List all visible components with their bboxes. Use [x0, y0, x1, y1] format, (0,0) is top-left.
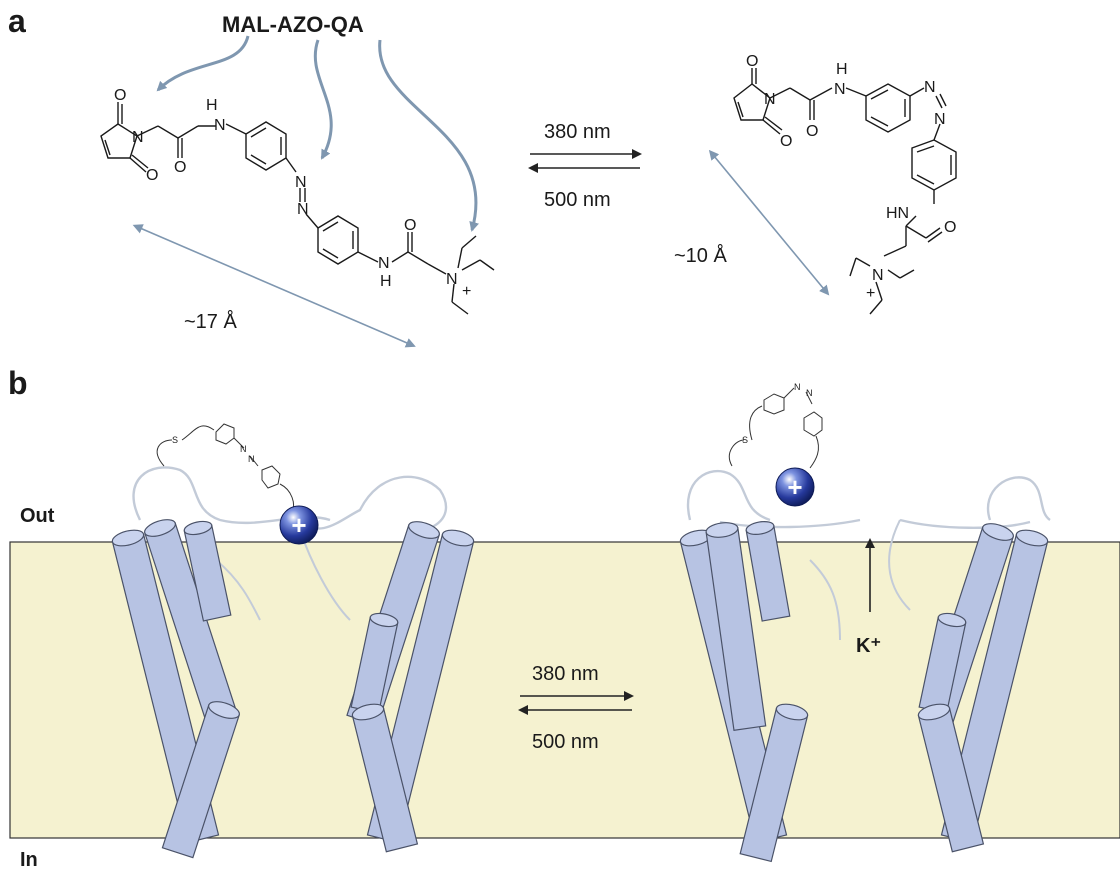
cis-length-label: ~10 Å — [674, 244, 727, 267]
cis-atom-n-imide: N — [764, 91, 776, 108]
trans-length-arrow — [132, 224, 416, 348]
cis-atom-n-quaternary: N — [872, 267, 884, 284]
azo-n-open-2: N — [806, 388, 813, 398]
panel-b: b Out In — [8, 365, 1120, 871]
reverse-wavelength-b: 500 nm — [532, 731, 599, 753]
atom-n-azo1: N — [295, 174, 307, 191]
cis-atom-o-amide2: O — [944, 219, 956, 236]
cis-atom-o-top: O — [746, 53, 758, 70]
channel-open: S N N + K⁺ — [679, 382, 1051, 863]
forward-wavelength-a: 380 nm — [544, 121, 611, 143]
atom-plus: + — [462, 283, 471, 300]
cis-atom-plus: + — [866, 285, 875, 302]
azo-n-open-1: N — [794, 382, 801, 392]
atom-n-amide1: N — [214, 117, 226, 134]
equilibrium-arrows-a: 380 nm 500 nm — [528, 121, 642, 211]
quaternary-ammonium-blocker-closed: + — [279, 505, 319, 545]
cis-isomer-structure — [733, 68, 957, 315]
atom-n-quaternary: N — [446, 271, 458, 288]
atom-o-amide2: O — [404, 217, 416, 234]
helix-bundle-right-open — [917, 523, 1049, 853]
reverse-wavelength-a: 500 nm — [544, 189, 611, 211]
forward-wavelength-b: 380 nm — [532, 663, 599, 685]
equilibrium-arrows-b: 380 nm 500 nm — [518, 663, 634, 753]
atom-h-amide1: H — [206, 97, 218, 114]
helix-bundle-left-open — [679, 521, 809, 863]
potassium-ion-label: K⁺ — [856, 635, 881, 657]
atom-n-imide: N — [132, 129, 144, 146]
cis-length-arrow — [708, 149, 830, 296]
atom-n-azo2: N — [297, 201, 309, 218]
helix-bundle-left-closed — [111, 519, 240, 859]
panel-a: a MAL-AZO-QA — [8, 3, 957, 348]
curved-arrow-azobenzene — [313, 39, 333, 160]
outside-label: Out — [20, 505, 55, 527]
atom-o-top: O — [114, 87, 126, 104]
photoswitch-extended — [156, 423, 294, 513]
photoswitch-bent — [728, 387, 823, 469]
sulfur-open: S — [742, 435, 748, 445]
atom-n-amide2: N — [378, 255, 390, 272]
inside-label: In — [20, 849, 38, 871]
cis-atom-n-azo1: N — [924, 79, 936, 96]
panel-a-label: a — [8, 3, 26, 39]
atom-o-amide: O — [174, 159, 186, 176]
blocker-plus-closed: + — [291, 510, 306, 540]
trans-length-label: ~17 Å — [184, 310, 237, 333]
cis-atom-o-bottom: O — [780, 133, 792, 150]
cis-isomer-atoms: O N O O H N N N HN O N + — [746, 53, 956, 302]
sulfur-closed: S — [172, 435, 178, 445]
molecule-name: MAL-AZO-QA — [222, 12, 364, 37]
quaternary-ammonium-blocker-open: + — [775, 467, 815, 507]
cis-atom-n-azo2: N — [934, 111, 946, 128]
cis-atom-h-amide: H — [836, 61, 848, 78]
channel-closed: S N N + — [111, 423, 475, 859]
atom-o-bottom: O — [146, 167, 158, 184]
azo-n-closed-2: N — [248, 454, 255, 464]
curved-arrow-quaternary-ammonium — [378, 39, 479, 232]
azo-n-closed-1: N — [240, 444, 247, 454]
blocker-plus-open: + — [787, 472, 802, 502]
trans-isomer-atoms: O N O O H N N N N H O N + — [114, 87, 471, 300]
panel-b-label: b — [8, 365, 28, 401]
atom-h-amide2: H — [380, 273, 392, 290]
helix-bundle-right-closed — [346, 521, 475, 853]
cis-atom-n-amide: N — [834, 81, 846, 98]
cis-atom-hn: HN — [886, 205, 909, 222]
cis-atom-o-amide: O — [806, 123, 818, 140]
curved-arrow-maleimide — [156, 35, 250, 92]
